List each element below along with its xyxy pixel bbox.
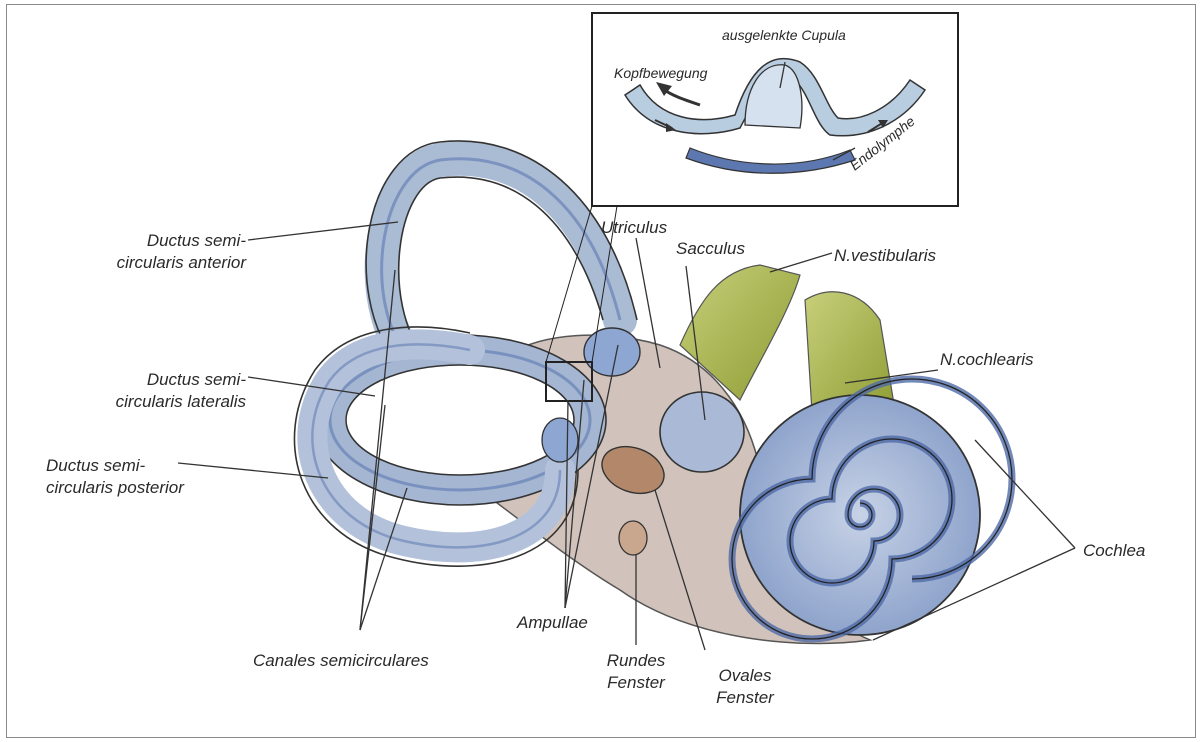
label-ampullae: Ampullae (517, 612, 588, 634)
inset-label-cupula: ausgelenkte Cupula (722, 26, 846, 44)
label-sacculus: Sacculus (676, 238, 745, 260)
round-window (619, 521, 647, 555)
label-ovales-fenster: Ovales Fenster (700, 665, 790, 709)
label-canales: Canales semicirculares (253, 650, 429, 672)
sacculus-shape (660, 392, 744, 472)
label-ductus-lateralis: Ductus semi- circularis lateralis (70, 369, 246, 413)
label-cochlea: Cochlea (1083, 540, 1145, 562)
cochlea-shape (740, 395, 980, 635)
label-n-cochlearis: N.cochlearis (940, 349, 1034, 371)
label-rundes-fenster: Rundes Fenster (596, 650, 676, 694)
ampulla-shape (542, 418, 578, 462)
label-utriculus: Utriculus (601, 217, 667, 239)
label-ductus-posterior: Ductus semi- circularis posterior (46, 455, 184, 499)
label-ductus-anterior: Ductus semi- circularis anterior (70, 230, 246, 274)
label-n-vestibularis: N.vestibularis (834, 245, 936, 267)
inset-label-kopfbewegung: Kopfbewegung (614, 64, 707, 82)
